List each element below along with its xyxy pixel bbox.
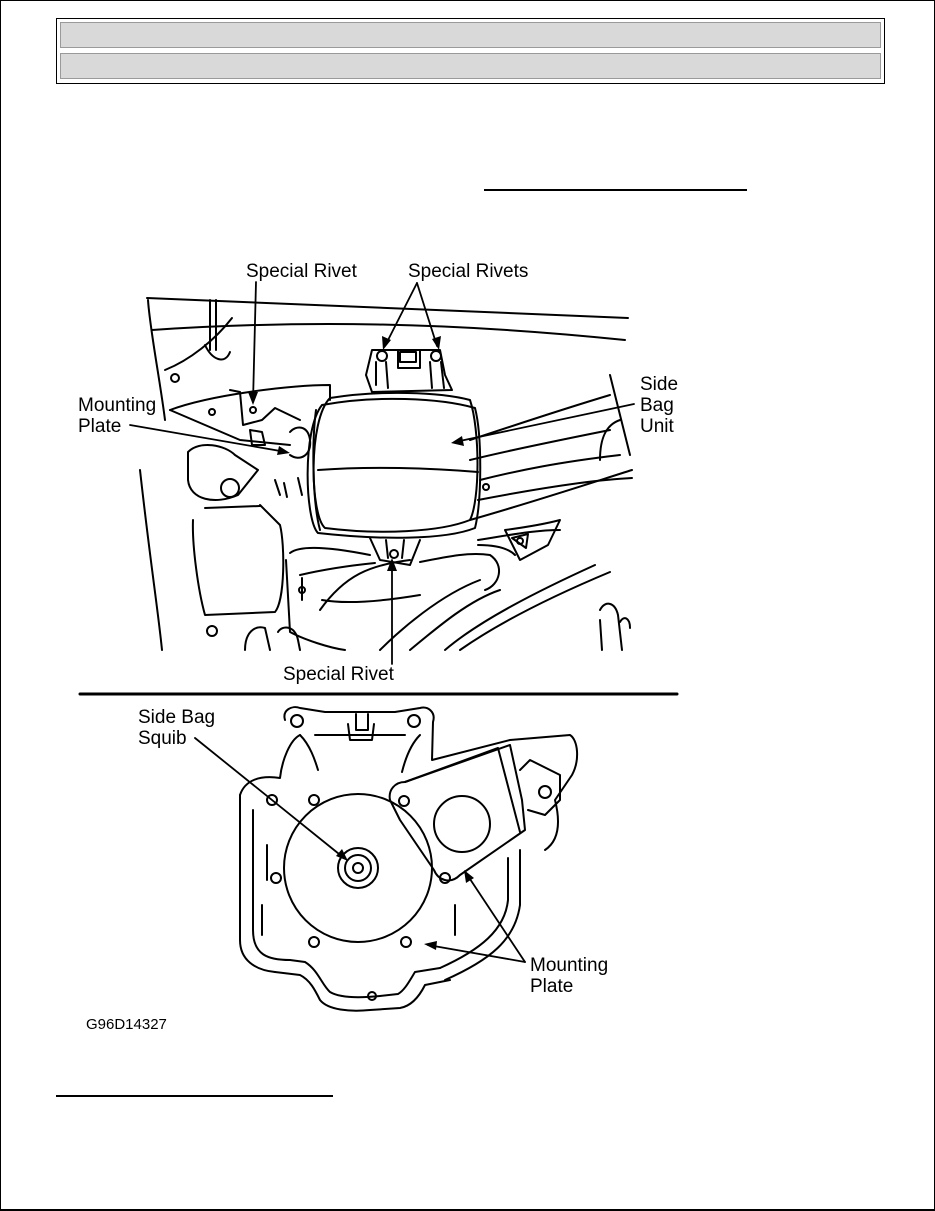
side-bag-rear-view	[239, 706, 578, 1012]
redacted-footer-rule	[56, 1095, 333, 1097]
figure-code: G96D14327	[86, 1016, 167, 1033]
door-panel-lines	[139, 297, 633, 651]
header-bar-bottom	[60, 53, 881, 79]
redacted-title-rule	[484, 189, 747, 191]
label-side-bag-unit: Side Bag Unit	[640, 374, 679, 437]
label-mounting-plate-bottom: Mounting Plate	[530, 955, 609, 997]
label-side-bag-squib: Side Bag Squib	[138, 707, 216, 749]
header-bar-top	[60, 22, 881, 48]
page-header	[56, 18, 885, 84]
arrow-heads	[248, 336, 474, 950]
label-special-rivet-bottom: Special Rivet	[283, 664, 394, 685]
label-mounting-plate-top: Mounting Plate	[78, 395, 157, 437]
label-special-rivets: Special Rivets	[408, 261, 529, 282]
leader-lines	[129, 281, 635, 963]
label-special-rivet-top: Special Rivet	[246, 261, 357, 282]
